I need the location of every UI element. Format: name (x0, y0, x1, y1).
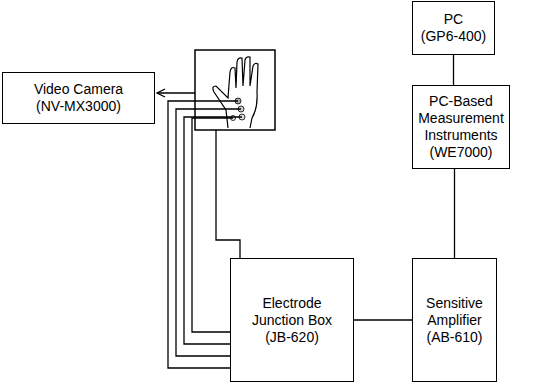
model-number: (NV-MX3000) (36, 98, 121, 115)
camera-arrow (157, 92, 195, 93)
model-number: (AB-610) (426, 329, 482, 346)
connector-line (354, 319, 412, 320)
pc-box: PC(GP6-400) (412, 1, 495, 55)
model-number: (GP6-400) (421, 28, 486, 45)
instrument-box: PC-Based Measurement Instruments(WE7000) (412, 85, 510, 169)
box-title: Electrode Junction Box (235, 295, 349, 329)
model-number: (WE7000) (429, 144, 492, 161)
box-title: Video Camera (34, 81, 123, 98)
box-title: PC-Based Measurement Instruments (417, 93, 505, 144)
box-title: Sensitive Amplifier (417, 295, 492, 329)
model-number: (JB-620) (265, 329, 319, 346)
connector-line (454, 169, 455, 258)
camera-box: Video Camera(NV-MX3000) (2, 72, 155, 124)
amplifier-box: Sensitive Amplifier(AB-610) (412, 258, 497, 382)
junction-box: Electrode Junction Box(JB-620) (230, 258, 354, 382)
box-title: PC (444, 11, 463, 28)
connector-line (453, 55, 454, 85)
